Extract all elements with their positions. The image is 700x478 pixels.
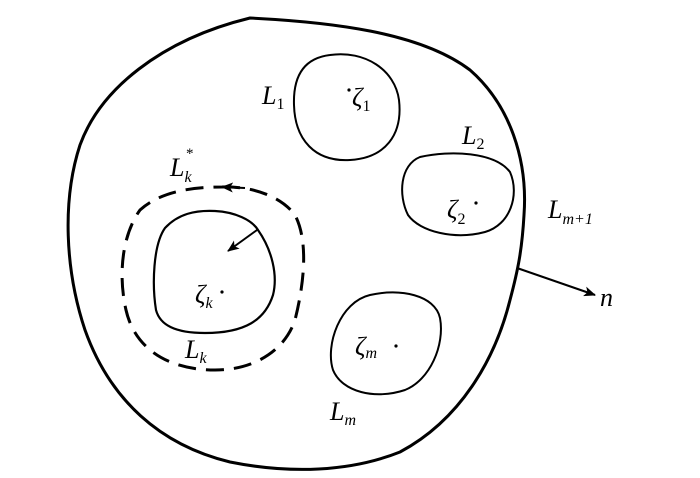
- label-zeta-1: ζ1: [352, 83, 371, 115]
- point-zeta-2-dot: [474, 201, 478, 205]
- point-zeta-k-dot: [220, 290, 224, 294]
- label-lk-star-superscript: *: [186, 146, 194, 162]
- label-lk: Lk: [184, 335, 207, 367]
- contour-l1: [292, 53, 401, 162]
- label-normal-n: n: [600, 283, 613, 312]
- label-outer-boundary: Lm+1: [547, 195, 593, 228]
- contour-lm: [329, 291, 442, 396]
- label-lk-star: Lk: [169, 153, 192, 186]
- outer-boundary: [66, 16, 527, 471]
- label-l1: L1: [261, 81, 284, 113]
- contour-l2: [401, 152, 515, 237]
- contour-lk-star-dashed: [120, 185, 306, 372]
- label-zeta-2: ζ2: [447, 195, 466, 228]
- inner-normal-arrow: [227, 229, 258, 252]
- label-zeta-k: ζk: [195, 280, 214, 312]
- normal-arrow: [516, 267, 596, 297]
- contour-lk-star-arrow: [221, 182, 246, 193]
- contour-lk: [152, 209, 276, 335]
- point-zeta-1-dot: [347, 88, 351, 92]
- label-l2: L2: [461, 121, 484, 153]
- point-zeta-m-dot: [394, 344, 398, 348]
- label-zeta-m: ζm: [355, 332, 377, 362]
- label-lm: Lm: [329, 397, 356, 429]
